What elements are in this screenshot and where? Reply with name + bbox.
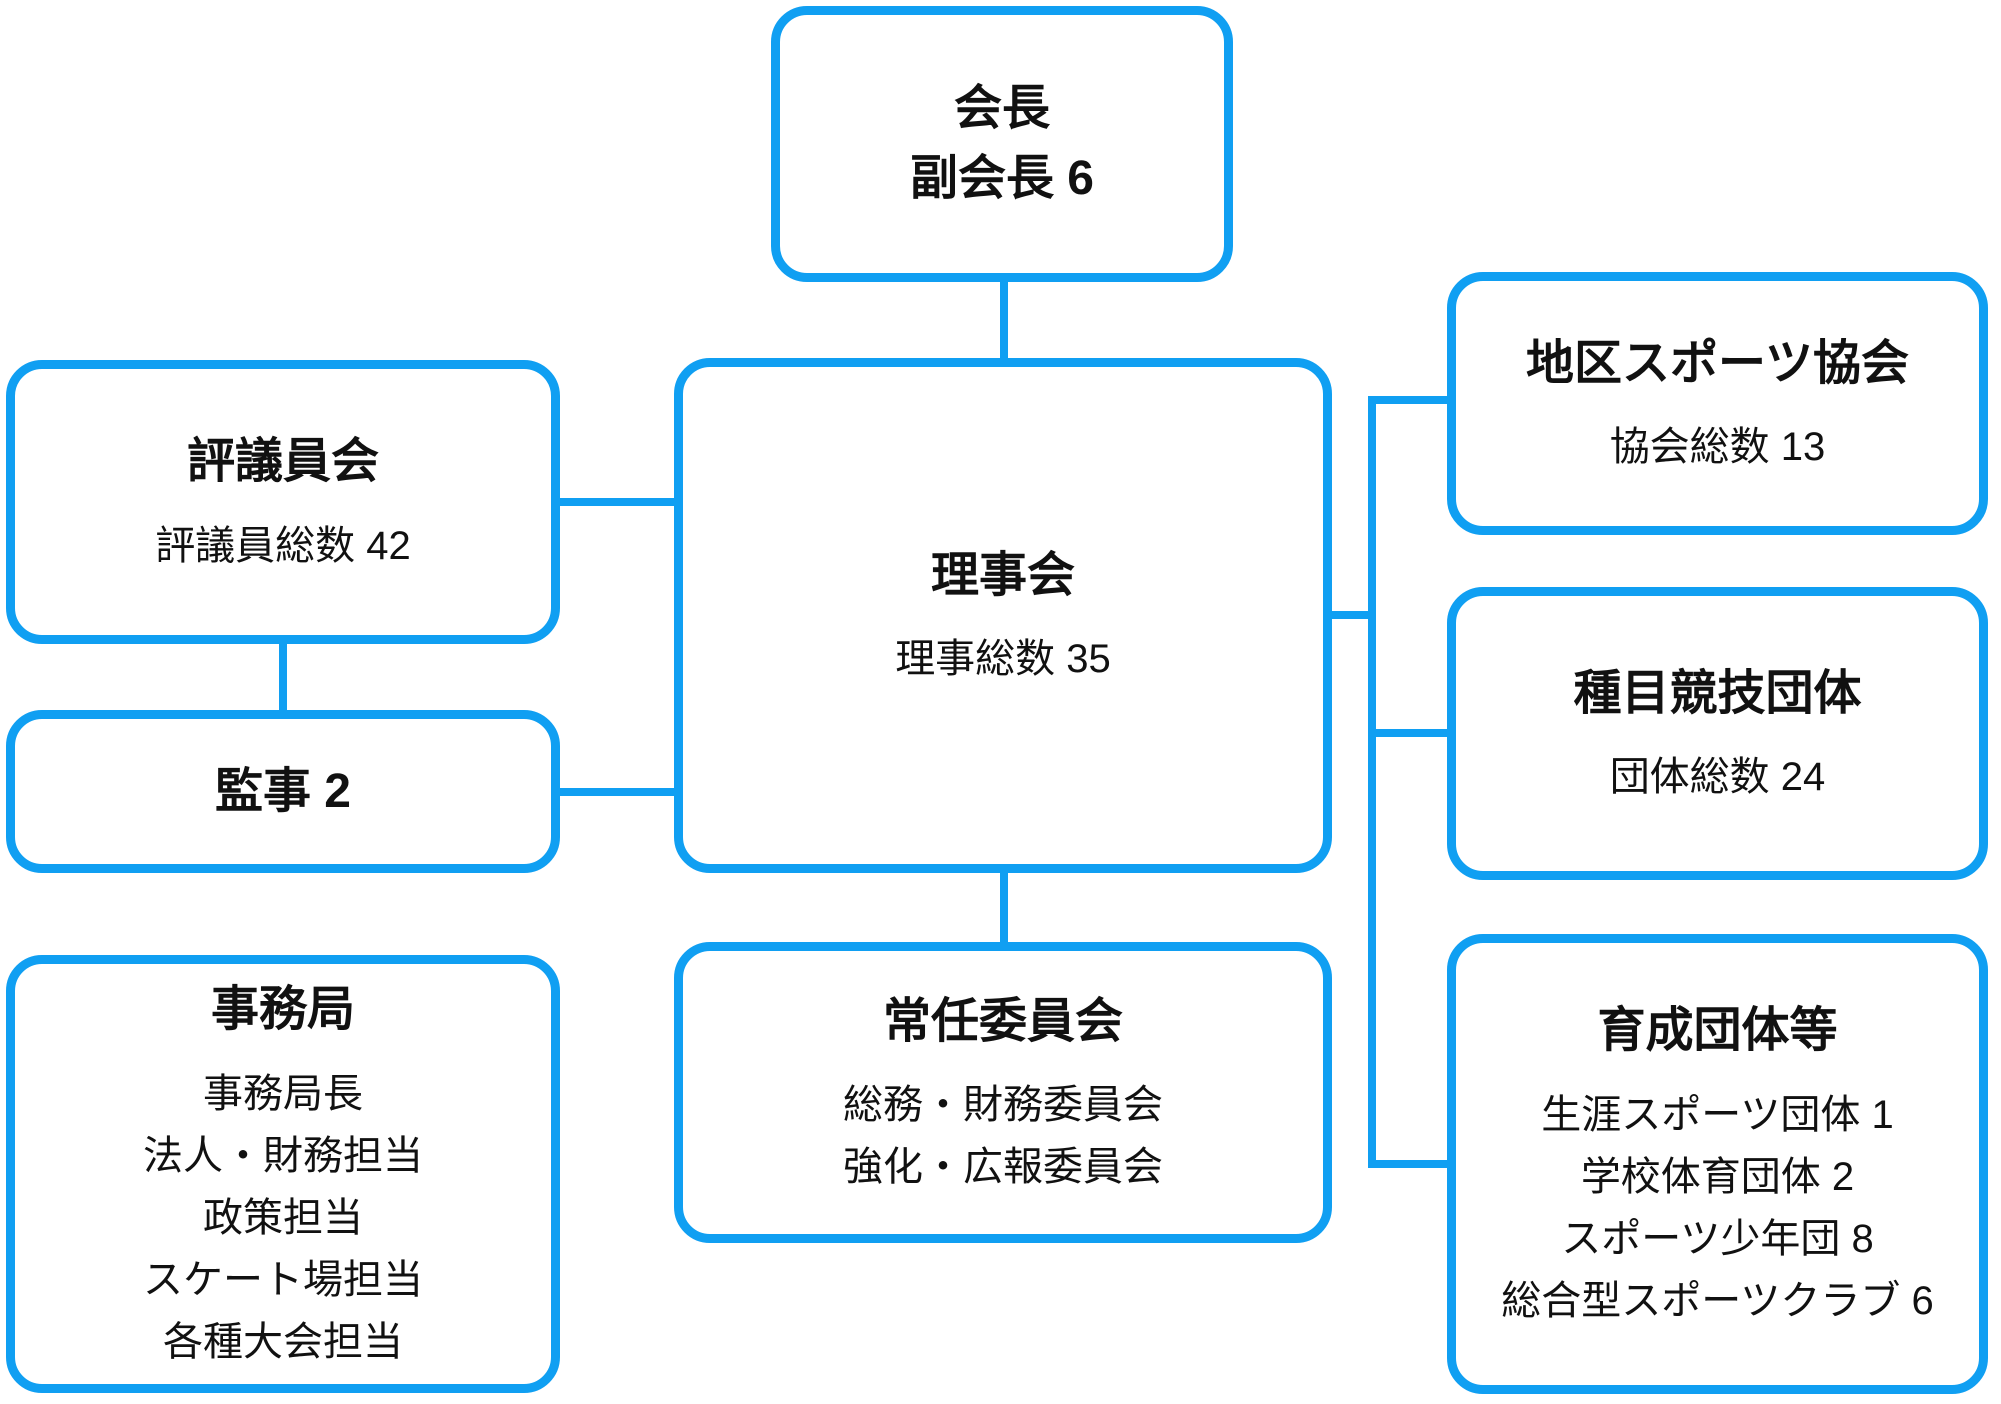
- secretariat-item: 各種大会担当: [163, 1319, 403, 1364]
- district-sports-title: 地区スポーツ協会: [1525, 336, 1910, 390]
- development-orgs-item: 生涯スポーツ団体 1: [1541, 1092, 1894, 1137]
- development-orgs-item: 総合型スポーツクラブ 6: [1501, 1278, 1934, 1323]
- secretariat-title: 事務局: [210, 983, 355, 1037]
- box-board-of-directors: 理事会 理事総数 35: [674, 358, 1332, 873]
- board-subtitle: 理事総数 35: [895, 637, 1111, 682]
- secretariat-item: 政策担当: [203, 1195, 363, 1240]
- standing-committee-title: 常任委員会: [882, 994, 1123, 1048]
- connector-auditors-board: [556, 788, 678, 796]
- box-district-sports-associations: 地区スポーツ協会 協会総数 13: [1447, 272, 1988, 535]
- secretariat-item: スケート場担当: [143, 1257, 423, 1302]
- auditors-title: 監事 2: [214, 764, 352, 818]
- development-orgs-title: 育成団体等: [1597, 1004, 1838, 1058]
- standing-committee-item: 強化・広報委員会: [843, 1145, 1163, 1190]
- competition-orgs-subtitle: 団体総数 24: [1609, 755, 1826, 800]
- connector-stub-district-sports: [1368, 396, 1451, 404]
- connector-council-auditors: [279, 640, 287, 714]
- box-chairman: 会長 副会長 6: [771, 6, 1233, 282]
- council-subtitle: 評議員総数 42: [155, 523, 411, 568]
- box-secretariat: 事務局 事務局長 法人・財務担当 政策担当 スケート場担当 各種大会担当: [6, 955, 560, 1393]
- connector-council-board: [556, 498, 678, 506]
- connector-stub-development-orgs: [1368, 1160, 1451, 1168]
- chairman-line-1: 会長: [953, 82, 1050, 136]
- board-title: 理事会: [930, 548, 1075, 602]
- connector-board-right-trunk: [1328, 611, 1372, 619]
- connector-stub-competition-orgs: [1368, 729, 1451, 737]
- council-title: 評議員会: [186, 435, 379, 489]
- chairman-line-2: 副会長 6: [909, 152, 1095, 205]
- box-council: 評議員会 評議員総数 42: [6, 360, 560, 644]
- box-standing-committee: 常任委員会 総務・財務委員会 強化・広報委員会: [674, 942, 1332, 1243]
- secretariat-item: 事務局長: [203, 1071, 363, 1116]
- development-orgs-item: 学校体育団体 2: [1580, 1154, 1855, 1199]
- standing-committee-item: 総務・財務委員会: [843, 1083, 1163, 1128]
- connector-chairman-board: [1000, 278, 1008, 362]
- competition-orgs-title: 種目競技団体: [1573, 666, 1862, 720]
- box-development-organizations: 育成団体等 生涯スポーツ団体 1 学校体育団体 2 スポーツ少年団 8 総合型ス…: [1447, 934, 1988, 1394]
- district-sports-subtitle: 協会総数 13: [1609, 425, 1826, 470]
- box-auditors: 監事 2: [6, 710, 560, 873]
- secretariat-item: 法人・財務担当: [143, 1133, 423, 1178]
- connector-right-trunk: [1368, 396, 1376, 1168]
- development-orgs-item: スポーツ少年団 8: [1561, 1216, 1874, 1261]
- box-competition-organizations: 種目競技団体 団体総数 24: [1447, 587, 1988, 880]
- connector-board-standing-committee: [1000, 869, 1008, 946]
